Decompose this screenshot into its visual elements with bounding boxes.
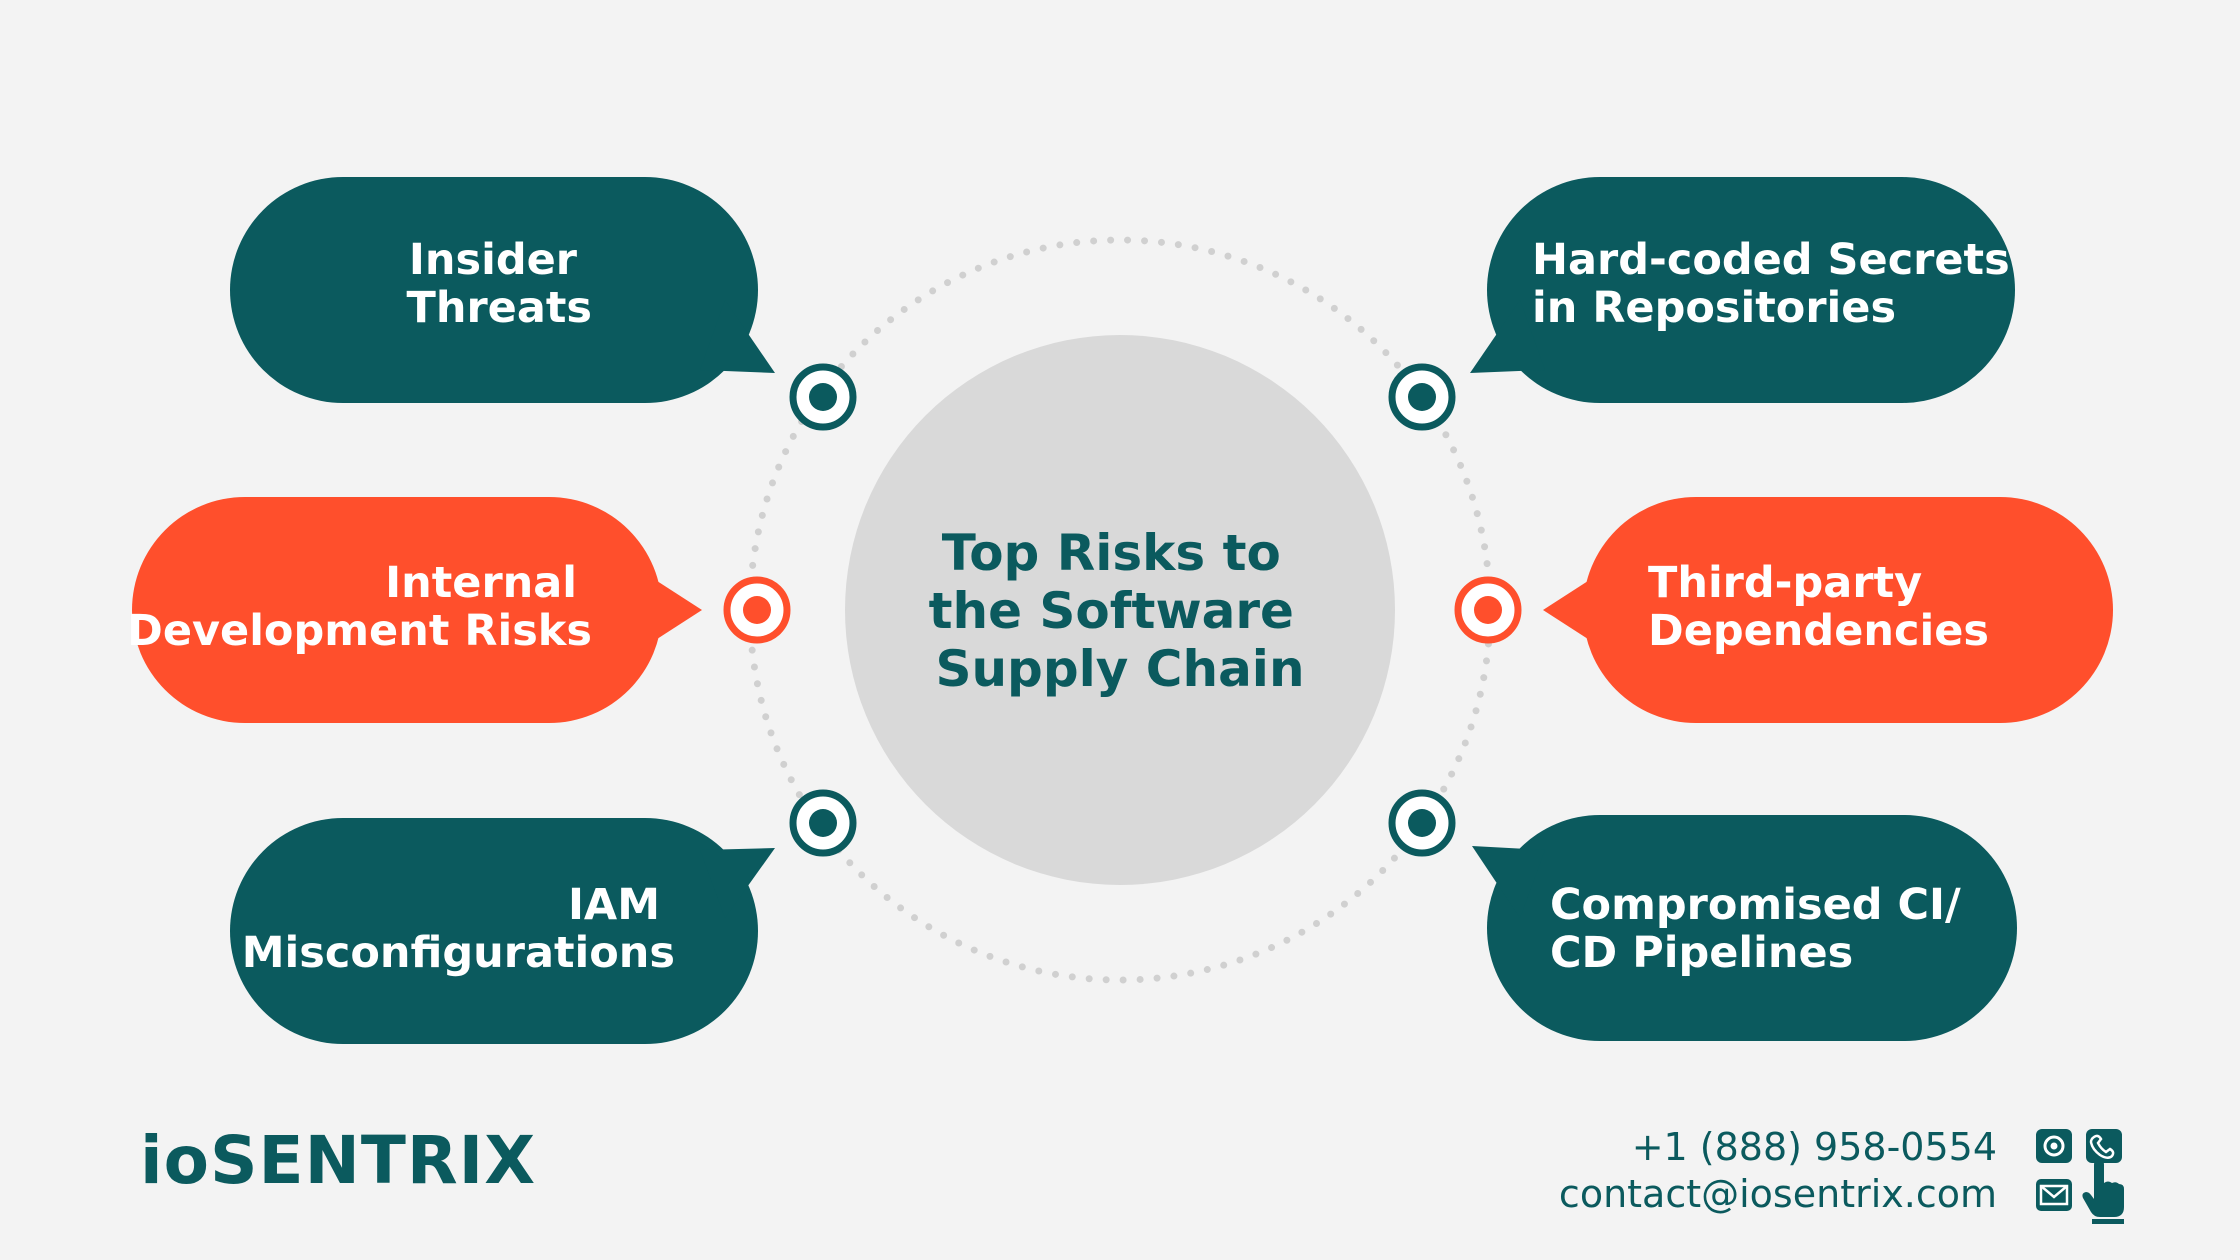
svg-text:Internal Development Ris: Internal Development Risks bbox=[127, 558, 592, 656]
center-circle bbox=[845, 335, 1395, 885]
svg-text:Hard-coded Secrets in Re: Hard-coded Secrets in Repositories bbox=[1532, 235, 2025, 333]
svg-text:IAM Misconfigurations: IAM Misconfigurations bbox=[242, 880, 675, 978]
risk-label: Compromised CI/ bbox=[1550, 880, 1961, 930]
target-marker bbox=[789, 363, 857, 431]
risk-label: CD Pipelines bbox=[1550, 928, 1853, 978]
contact-info: +1 (888) 958-0554 contact@iosentrix.com bbox=[1559, 1124, 1997, 1218]
risk-label: IAM bbox=[568, 880, 660, 930]
risk-bubble-compromised-ci-cd-pipelines: Compromised CI/ CD Pipelines bbox=[1472, 815, 2017, 1041]
risk-label: Misconfigurations bbox=[242, 928, 675, 978]
risk-label: Hard-coded Secrets bbox=[1532, 235, 2010, 285]
svg-text:Compromised CI/ CD Pipel: Compromised CI/ CD Pipelines bbox=[1550, 880, 1976, 978]
center-title-line: Top Risks to bbox=[942, 524, 1281, 582]
risk-bubble-hard-coded-secrets: Hard-coded Secrets in Repositories bbox=[1470, 177, 2025, 403]
svg-text:Third-party Dependencies: Third-party Dependencies bbox=[1648, 558, 1989, 656]
brand-logo: ioSENTRIX bbox=[140, 1122, 537, 1199]
center-title-line: Supply Chain bbox=[935, 640, 1304, 698]
pointer-hand-icon bbox=[2082, 1159, 2124, 1224]
risk-label: Development Risks bbox=[127, 606, 592, 656]
risk-bubble-internal-development-risks: Internal Development Risks bbox=[127, 497, 702, 723]
risk-label: Third-party bbox=[1648, 558, 1922, 608]
target-marker bbox=[1388, 363, 1456, 431]
phone-number[interactable]: +1 (888) 958-0554 bbox=[1631, 1125, 1997, 1169]
risk-bubble-insider-threats: Insider Threats bbox=[230, 177, 775, 403]
target-marker bbox=[1388, 789, 1456, 857]
contact-icons bbox=[2036, 1129, 2124, 1224]
risk-label: Insider bbox=[409, 235, 578, 285]
risk-label: Dependencies bbox=[1648, 606, 1989, 656]
risk-bubble-iam-misconfigurations: IAM Misconfigurations bbox=[230, 818, 775, 1044]
risk-label: in Repositories bbox=[1532, 283, 1896, 333]
target-marker bbox=[1454, 576, 1522, 644]
svg-text:Insider Threats: Insider Threats bbox=[407, 235, 592, 333]
at-sign-icon bbox=[2036, 1129, 2072, 1163]
center-title: Top Risks to the Software Supply Chain bbox=[929, 524, 1312, 698]
center-title-line: the Software bbox=[929, 582, 1294, 640]
mail-icon bbox=[2036, 1179, 2072, 1211]
target-marker bbox=[789, 789, 857, 857]
risk-label: Internal bbox=[385, 558, 577, 608]
phone-icon bbox=[2086, 1129, 2122, 1163]
email-address[interactable]: contact@iosentrix.com bbox=[1558, 1172, 1997, 1216]
target-marker bbox=[723, 576, 791, 644]
risk-label: Threats bbox=[407, 283, 592, 333]
risk-bubble-third-party-dependencies: Third-party Dependencies bbox=[1543, 497, 2113, 723]
